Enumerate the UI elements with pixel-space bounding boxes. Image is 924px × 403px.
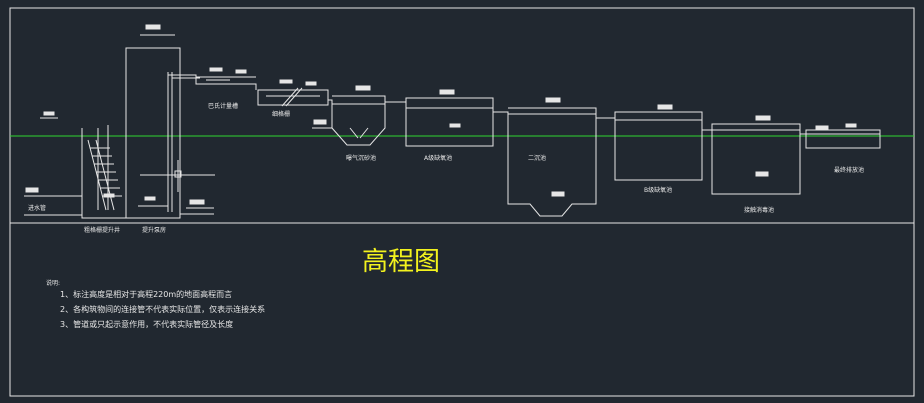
- bar-screen: [195, 67, 257, 90]
- note-3: 3、管道或只起示意作用，不代表实际管径及长度: [60, 319, 233, 329]
- process-units: [24, 24, 881, 219]
- unit-labels: 进水管 粗格栅提升井 提升泵房 细格栅 巴氏计量槽 曝气沉砂池 A级缺氧池 二沉…: [28, 102, 864, 234]
- label-disinfect: 接触消毒池: [744, 206, 774, 214]
- label-a-tank: A级缺氧池: [424, 154, 452, 162]
- note-2: 2、各构筑物间的连接管不代表实际位置，仅表示连接关系: [60, 304, 265, 314]
- a-anoxic-tank: [385, 89, 494, 147]
- outfall-tank: [800, 123, 881, 149]
- level-markers: [40, 111, 58, 119]
- fine-screen: [257, 79, 329, 107]
- drawing-title: 高程图: [362, 247, 440, 277]
- disinfection-tank: [702, 115, 801, 195]
- note-1: 1、标注高度是相对于高程220m的地面高程而言: [60, 289, 232, 299]
- b-anoxic-tank: [596, 104, 703, 181]
- label-grit: 曝气沉砂池: [346, 154, 376, 162]
- inlet-pipe: [24, 187, 82, 216]
- label-bar-screen: 巴氏计量槽: [208, 102, 238, 110]
- secondary-clarifier: [493, 97, 597, 217]
- label-grid-well: 粗格栅提升井: [84, 226, 120, 234]
- lift-room: [125, 24, 215, 219]
- grid-well: [81, 125, 127, 219]
- label-lift-room: 提升泵房: [142, 226, 166, 234]
- label-secondary: 二沉池: [528, 154, 546, 162]
- label-inlet: 进水管: [28, 204, 46, 212]
- drawing-frame: [9, 7, 915, 397]
- label-outfall: 最终排放池: [834, 166, 864, 174]
- notes-block: 说明: 1、标注高度是相对于高程220m的地面高程而言 2、各构筑物间的连接管不…: [46, 279, 265, 329]
- label-b-tank: B级缺氧池: [644, 186, 672, 194]
- grit-chamber: [312, 85, 386, 146]
- notes-heading: 说明:: [46, 279, 60, 287]
- label-fine-screen: 细格栅: [272, 110, 290, 118]
